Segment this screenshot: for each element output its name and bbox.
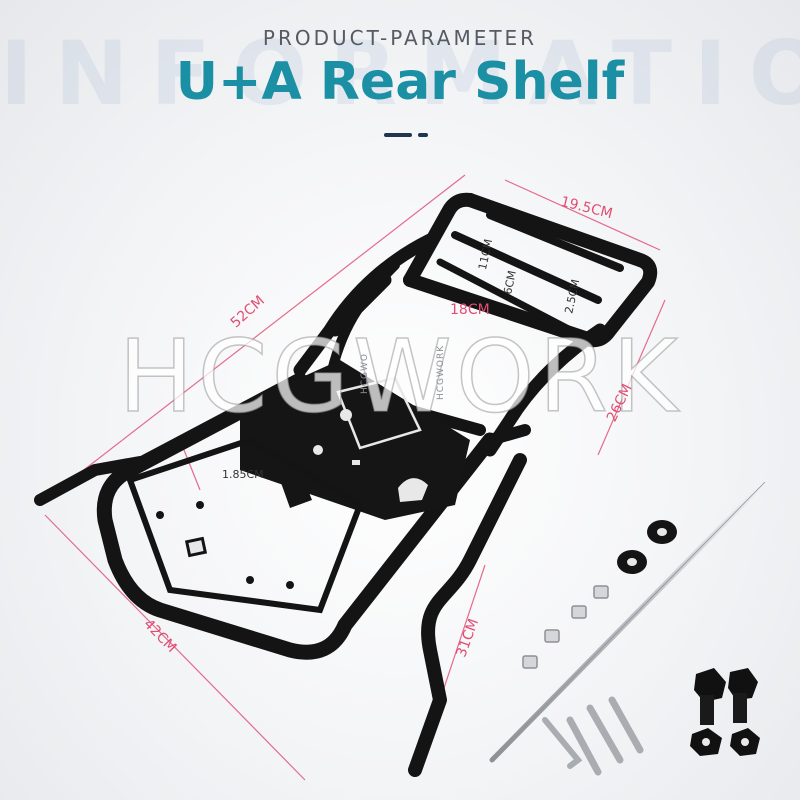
section-kicker: PRODUCT-PARAMETER bbox=[262, 26, 538, 50]
small-watermark-2: HCGWORK bbox=[436, 344, 446, 400]
hardware-rod bbox=[489, 479, 768, 763]
small-watermark-1: HCGWO bbox=[360, 352, 370, 394]
dim-1-85: 1.85CM bbox=[222, 468, 264, 481]
rubber-washers bbox=[617, 520, 677, 574]
brand-watermark: HCGWORK bbox=[118, 317, 682, 436]
title-underline-short bbox=[418, 133, 428, 137]
allen-key bbox=[542, 717, 583, 769]
dim-18: 18CM bbox=[450, 302, 490, 318]
small-nuts bbox=[522, 585, 609, 669]
lower-rack-panel bbox=[126, 436, 364, 614]
dimension-lines bbox=[44, 174, 666, 781]
title-underline-long bbox=[384, 133, 412, 137]
mounting-plate bbox=[240, 360, 470, 520]
background-word: INFORMATION bbox=[0, 22, 800, 125]
silver-bolts bbox=[566, 696, 644, 776]
product-title: U+A Rear Shelf bbox=[175, 52, 625, 112]
black-hex-bolts bbox=[690, 668, 760, 756]
